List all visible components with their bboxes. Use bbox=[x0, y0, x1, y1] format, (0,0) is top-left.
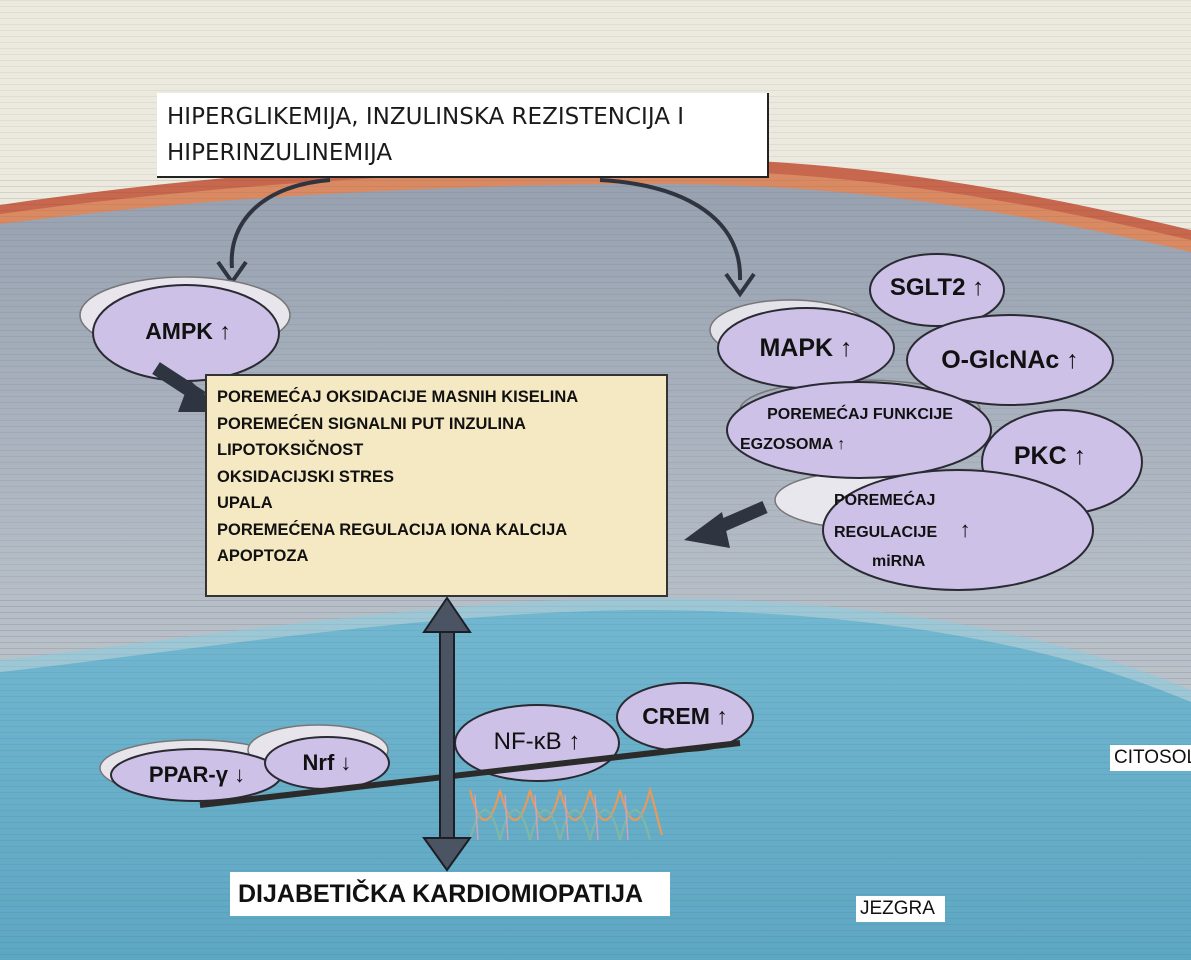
double-arrow-nucleus-effects bbox=[422, 596, 472, 872]
mapk-label: MAPK ↑ bbox=[759, 334, 853, 362]
trigger-line-1: HIPERGLIKEMIJA, INZULINSKA REZISTENCIJA … bbox=[167, 104, 685, 130]
exosome-label-line-1: POREMEĆAJ FUNKCIJE bbox=[767, 406, 953, 423]
effect-item: APOPTOZA bbox=[217, 547, 309, 565]
mirna-label: POREMEĆAJ REGULACIJE ↑ miRNA bbox=[826, 486, 1016, 576]
ampk-label: AMPK ↑ bbox=[145, 318, 231, 344]
dna-helix-icon bbox=[468, 785, 664, 841]
oglcnac-oval bbox=[906, 314, 1114, 406]
dna-strand-line bbox=[199, 740, 741, 808]
effect-item: POREMEĆAJ OKSIDACIJE MASNIH KISELINA bbox=[217, 388, 579, 406]
ppar-label: PPAR-γ ↓ bbox=[148, 762, 246, 787]
outcome-label: DIJABETIČKA KARDIOMIOPATIJA bbox=[230, 872, 670, 916]
sglt2-label: SGLT2 ↑ bbox=[889, 274, 985, 301]
mirna-label-text: REGULACIJE bbox=[834, 524, 938, 541]
effect-item: POREMEĆENA REGULACIJA IONA KALCIJA bbox=[217, 520, 568, 539]
nucleus-label: JEZGRA bbox=[856, 896, 945, 922]
nfkb-label: NF-κB ↑ bbox=[493, 728, 581, 755]
trigger-box: HIPERGLIKEMIJA, INZULINSKA REZISTENCIJA … bbox=[157, 93, 769, 178]
mirna-oval bbox=[822, 469, 1094, 591]
effects-box: POREMEĆAJ OKSIDACIJE MASNIH KISELINA POR… bbox=[205, 374, 668, 597]
crem-label: CREM ↑ bbox=[642, 703, 728, 729]
mirna-label-line-3: miRNA bbox=[872, 553, 926, 570]
exosome-label-line-2: EGZOSOMA ↑ bbox=[740, 436, 846, 453]
effect-item: LIPOTOKSIČNOST bbox=[217, 441, 364, 459]
trigger-line-2: HIPERINZULINEMIJA bbox=[167, 140, 393, 166]
oglcnac-label: O-GlcNAc ↑ bbox=[941, 346, 1079, 374]
pkc-label: PKC ↑ bbox=[1013, 442, 1087, 470]
effect-item: UPALA bbox=[217, 494, 273, 512]
exosome-label: POREMEĆAJ FUNKCIJE EGZOSOMA ↑ bbox=[740, 400, 980, 460]
arrow-cluster-to-effects bbox=[684, 501, 768, 548]
exosome-oval bbox=[726, 381, 992, 479]
effect-item: POREMEĆEN SIGNALNI PUT INZULINA bbox=[217, 414, 526, 433]
mirna-label-line-2: REGULACIJE ↑ bbox=[826, 515, 1016, 547]
sglt2-oval bbox=[869, 253, 1005, 327]
nrf-label: Nrf ↓ bbox=[302, 750, 352, 775]
mirna-label-line-1: POREMEĆAJ bbox=[834, 492, 936, 509]
mirna-up-arrow: ↑ bbox=[959, 517, 971, 542]
cytosol-label: CITOSOL bbox=[1110, 745, 1191, 771]
effect-item: OKSIDACIJSKI STRES bbox=[217, 467, 394, 486]
